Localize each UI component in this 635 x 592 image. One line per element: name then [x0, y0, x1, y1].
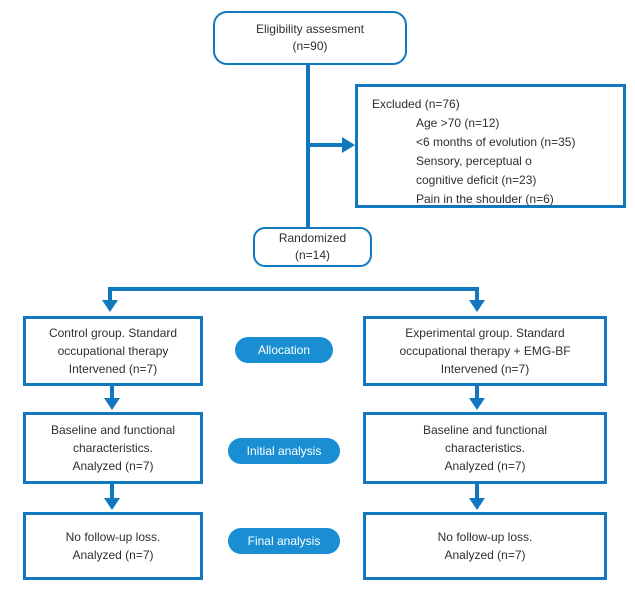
excluded-box: Excluded (n=76) Age >70 (n=12) <6 months…	[355, 84, 626, 208]
arrowhead-down-icon	[469, 398, 485, 410]
arrowhead-down-icon	[104, 398, 120, 410]
arrowhead-down-icon	[469, 498, 485, 510]
arrowhead-right-icon	[342, 137, 355, 153]
arrowhead-down-icon	[469, 300, 485, 312]
excluded-reason: <6 months of evolution (n=35)	[416, 135, 576, 149]
baseline-control-box: Baseline and functional characteristics.…	[23, 412, 203, 484]
allocation-pill: Allocation	[235, 337, 333, 363]
final-experimental-box: No follow-up loss. Analyzed (n=7)	[363, 512, 607, 580]
excluded-reason-list: Age >70 (n=12) <6 months of evolution (n…	[372, 114, 617, 209]
initial-analysis-pill: Initial analysis	[228, 438, 340, 464]
eligibility-box: Eligibility assesment (n=90)	[213, 11, 407, 65]
final-analysis-pill: Final analysis	[228, 528, 340, 554]
excluded-reason: cognitive deficit (n=23)	[416, 173, 537, 187]
baseline-experimental-box: Baseline and functional characteristics.…	[363, 412, 607, 484]
excluded-reason: Age >70 (n=12)	[416, 116, 500, 130]
excluded-title: Excluded (n=76)	[372, 97, 460, 111]
connector-branch	[108, 287, 479, 291]
excluded-reason: Sensory, perceptual o	[416, 154, 532, 168]
connector-to-excluded	[306, 143, 344, 147]
arrowhead-down-icon	[104, 498, 120, 510]
arrowhead-down-icon	[102, 300, 118, 312]
connector-baseline-final-right	[475, 484, 479, 498]
connector-experimental-baseline	[475, 386, 479, 398]
connector-branch-right	[475, 287, 479, 300]
experimental-group-box: Experimental group. Standard occupationa…	[363, 316, 607, 386]
connector-control-baseline	[110, 386, 114, 398]
excluded-reason: Pain in the shoulder (n=6)	[416, 192, 554, 206]
connector-baseline-final-left	[110, 484, 114, 498]
control-group-box: Control group. Standard occupational the…	[23, 316, 203, 386]
final-control-box: No follow-up loss. Analyzed (n=7)	[23, 512, 203, 580]
randomized-box: Randomized (n=14)	[253, 227, 372, 267]
connector-branch-left	[108, 287, 112, 300]
